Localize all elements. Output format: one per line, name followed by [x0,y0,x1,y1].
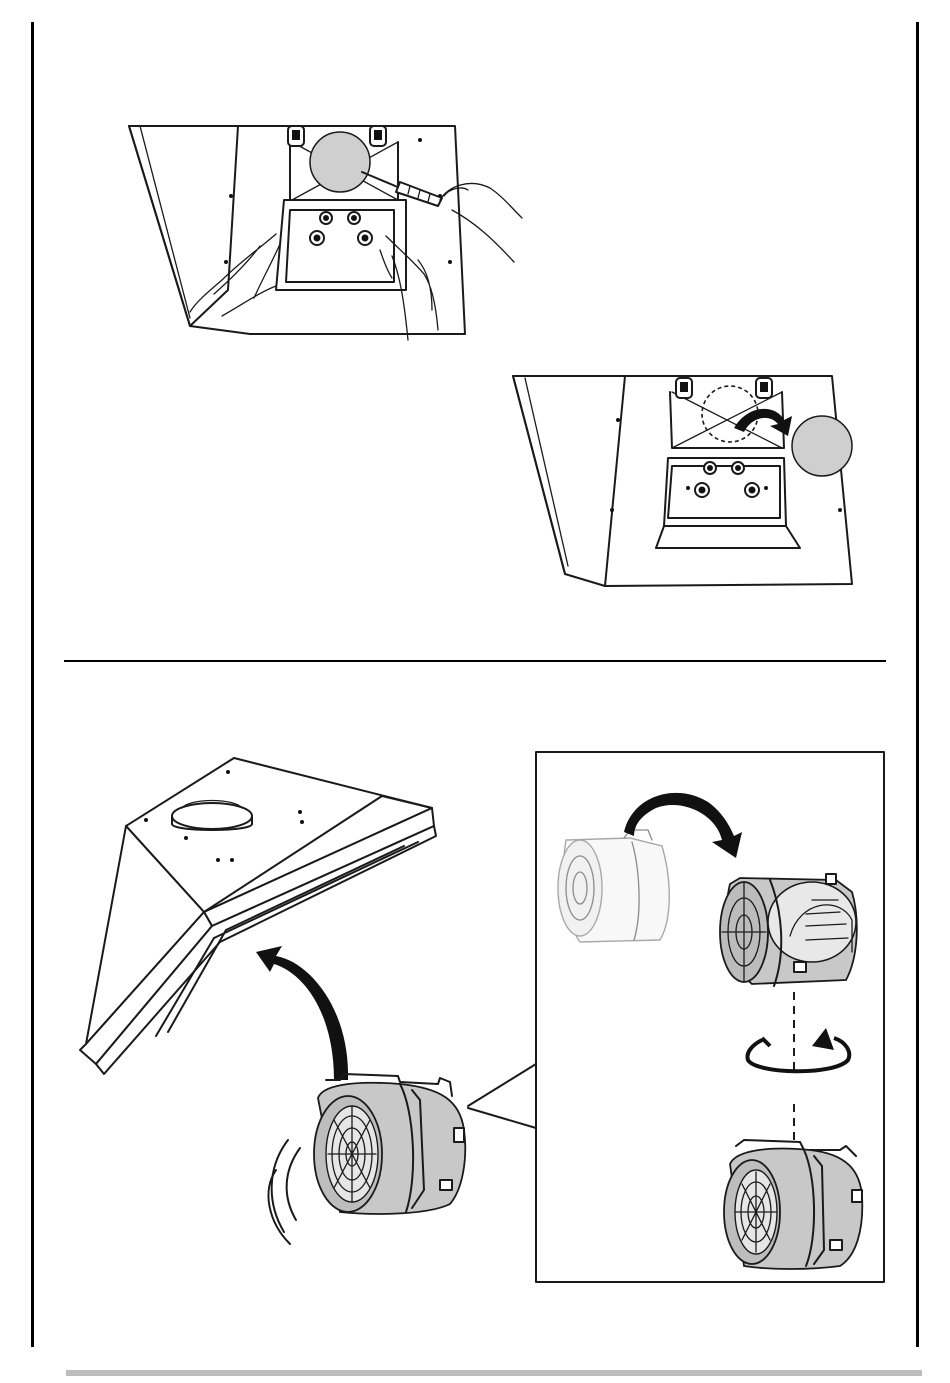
hood-underside [513,376,852,586]
panel-cover-removed [513,376,852,586]
cover-disc [792,416,852,476]
cover-disc [310,132,370,192]
panel-insert-motor [80,758,465,1244]
hood-underside [129,126,465,334]
motor-blower [558,830,669,942]
motor-blower [314,1074,465,1214]
rotate-arrow-icon [748,1028,850,1071]
hood-perspective [80,758,436,1074]
motor-blower [724,1140,862,1269]
vibration-marks [268,1140,300,1244]
panel-motor-detail [468,752,884,1282]
panel-remove-cover [129,126,522,340]
motor-blower [720,874,857,986]
curved-arrow-icon [256,946,348,1080]
